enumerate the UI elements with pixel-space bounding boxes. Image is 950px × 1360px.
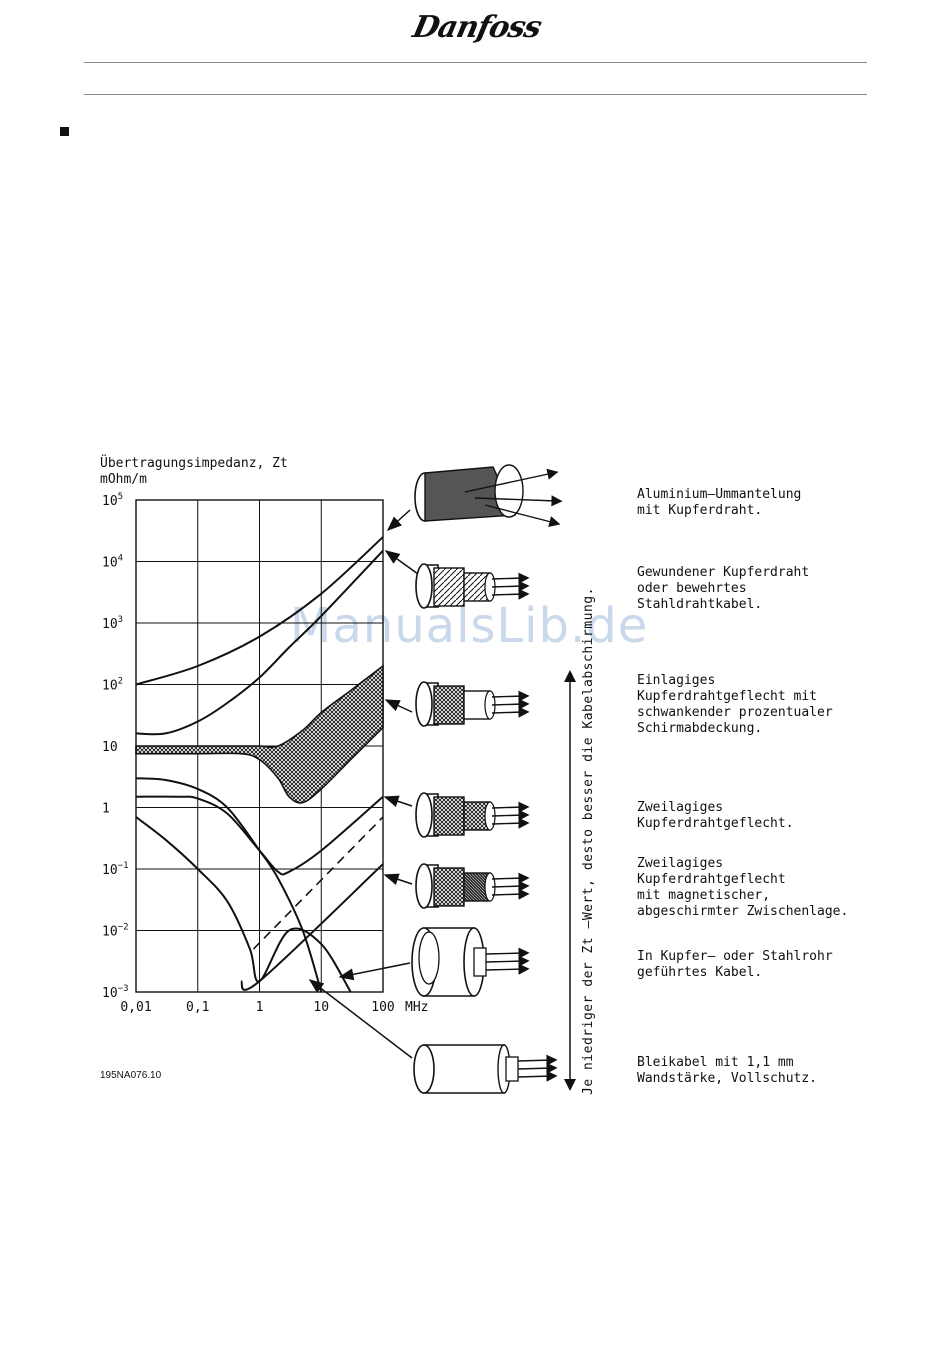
legend-text-bleikabel: Bleikabel mit 1,1 mm Wandstärke, Vollsch… bbox=[637, 1055, 818, 1086]
x-tick-label: 100 bbox=[371, 1000, 394, 1015]
y-tick-label: 10−3 bbox=[102, 984, 129, 1001]
series-line bbox=[135, 550, 384, 736]
legend-text-rohr: In Kupfer– oder Stahlrohr geführtes Kabe… bbox=[637, 949, 833, 980]
callout-arrow bbox=[386, 509, 411, 532]
cable-icon bbox=[415, 681, 530, 727]
y-tick-label: 105 bbox=[102, 492, 123, 509]
section-bullet-icon bbox=[60, 127, 69, 136]
callout-arrow bbox=[308, 979, 413, 1059]
y-tick-label: 1 bbox=[102, 802, 110, 817]
chart-series bbox=[135, 536, 384, 993]
callout-arrow bbox=[384, 550, 419, 575]
cable-icon bbox=[415, 863, 530, 909]
y-tick-label: 104 bbox=[102, 554, 123, 571]
x-tick-label: 10 bbox=[313, 1000, 329, 1015]
legend-text-zweilagiges-magnetisch: Zweilagiges Kupferdrahtgeflecht mit magn… bbox=[637, 856, 849, 919]
series-line bbox=[252, 816, 384, 950]
callout-arrow bbox=[383, 873, 413, 885]
cable-icon bbox=[411, 927, 530, 997]
x-tick-label: 0,1 bbox=[186, 1000, 209, 1015]
cable-icon bbox=[415, 563, 530, 609]
x-tick-label: 1 bbox=[256, 1000, 264, 1015]
cable-icon bbox=[414, 464, 563, 528]
cable-illustrations bbox=[411, 464, 563, 1094]
y-axis-label-line-2: mOhm/m bbox=[100, 472, 147, 487]
y-axis-label-line-1: Übertragungsimpedanz, Zt bbox=[100, 456, 288, 471]
y-tick-label: 103 bbox=[102, 615, 123, 632]
header-rule-top bbox=[84, 62, 867, 63]
callout-arrow bbox=[338, 962, 411, 981]
legend-text-gewundener: Gewundener Kupferdraht oder bewehrtes St… bbox=[637, 565, 810, 612]
watermark: ManualsLib.de bbox=[290, 598, 649, 654]
callout-arrows bbox=[308, 509, 576, 1091]
y-axis-label: Übertragungsimpedanz, Zt mOhm/m bbox=[100, 456, 288, 488]
series-line bbox=[135, 536, 384, 686]
cable-icon bbox=[415, 792, 530, 838]
x-tick-label: 0,01 bbox=[120, 1000, 151, 1015]
series-line bbox=[135, 816, 352, 993]
side-note-vertical: Je niedriger der Zt –Wert, desto besser … bbox=[581, 587, 596, 1095]
y-tick-label: 102 bbox=[102, 677, 123, 694]
series-line bbox=[239, 863, 384, 991]
cable-icon bbox=[413, 1044, 558, 1094]
callout-arrow bbox=[384, 699, 413, 713]
y-tick-label: 10−1 bbox=[102, 861, 129, 878]
figure-code: 195NA076.10 bbox=[100, 1070, 162, 1081]
x-axis-unit: MHz bbox=[405, 1000, 428, 1015]
y-tick-label: 10−2 bbox=[102, 923, 129, 940]
legend-text-zweilagiges: Zweilagiges Kupferdrahtgeflecht. bbox=[637, 800, 794, 831]
header-rule-bottom bbox=[84, 94, 867, 95]
legend-text-einlagiges: Einlagiges Kupferdrahtgeflecht mit schwa… bbox=[637, 673, 833, 736]
legend-text-aluminium: Aluminium–Ummantelung mit Kupferdraht. bbox=[637, 487, 802, 518]
series-band bbox=[135, 664, 384, 804]
chart-band bbox=[135, 664, 384, 804]
callout-arrow bbox=[383, 795, 413, 807]
y-tick-label: 10 bbox=[102, 740, 118, 755]
series-line bbox=[135, 777, 323, 993]
